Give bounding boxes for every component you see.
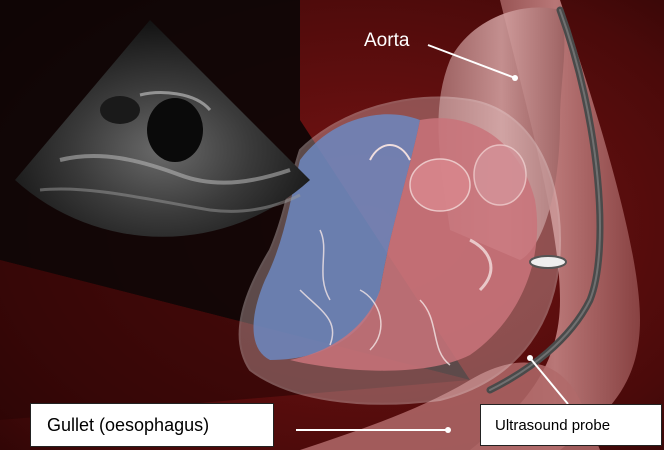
gullet-label: Gullet (oesophagus) [47,415,209,436]
probe-label-box: Ultrasound probe [480,404,662,446]
probe-label: Ultrasound probe [495,417,610,434]
aorta-label: Aorta [364,30,409,52]
gullet-label-box: Gullet (oesophagus) [30,403,274,447]
